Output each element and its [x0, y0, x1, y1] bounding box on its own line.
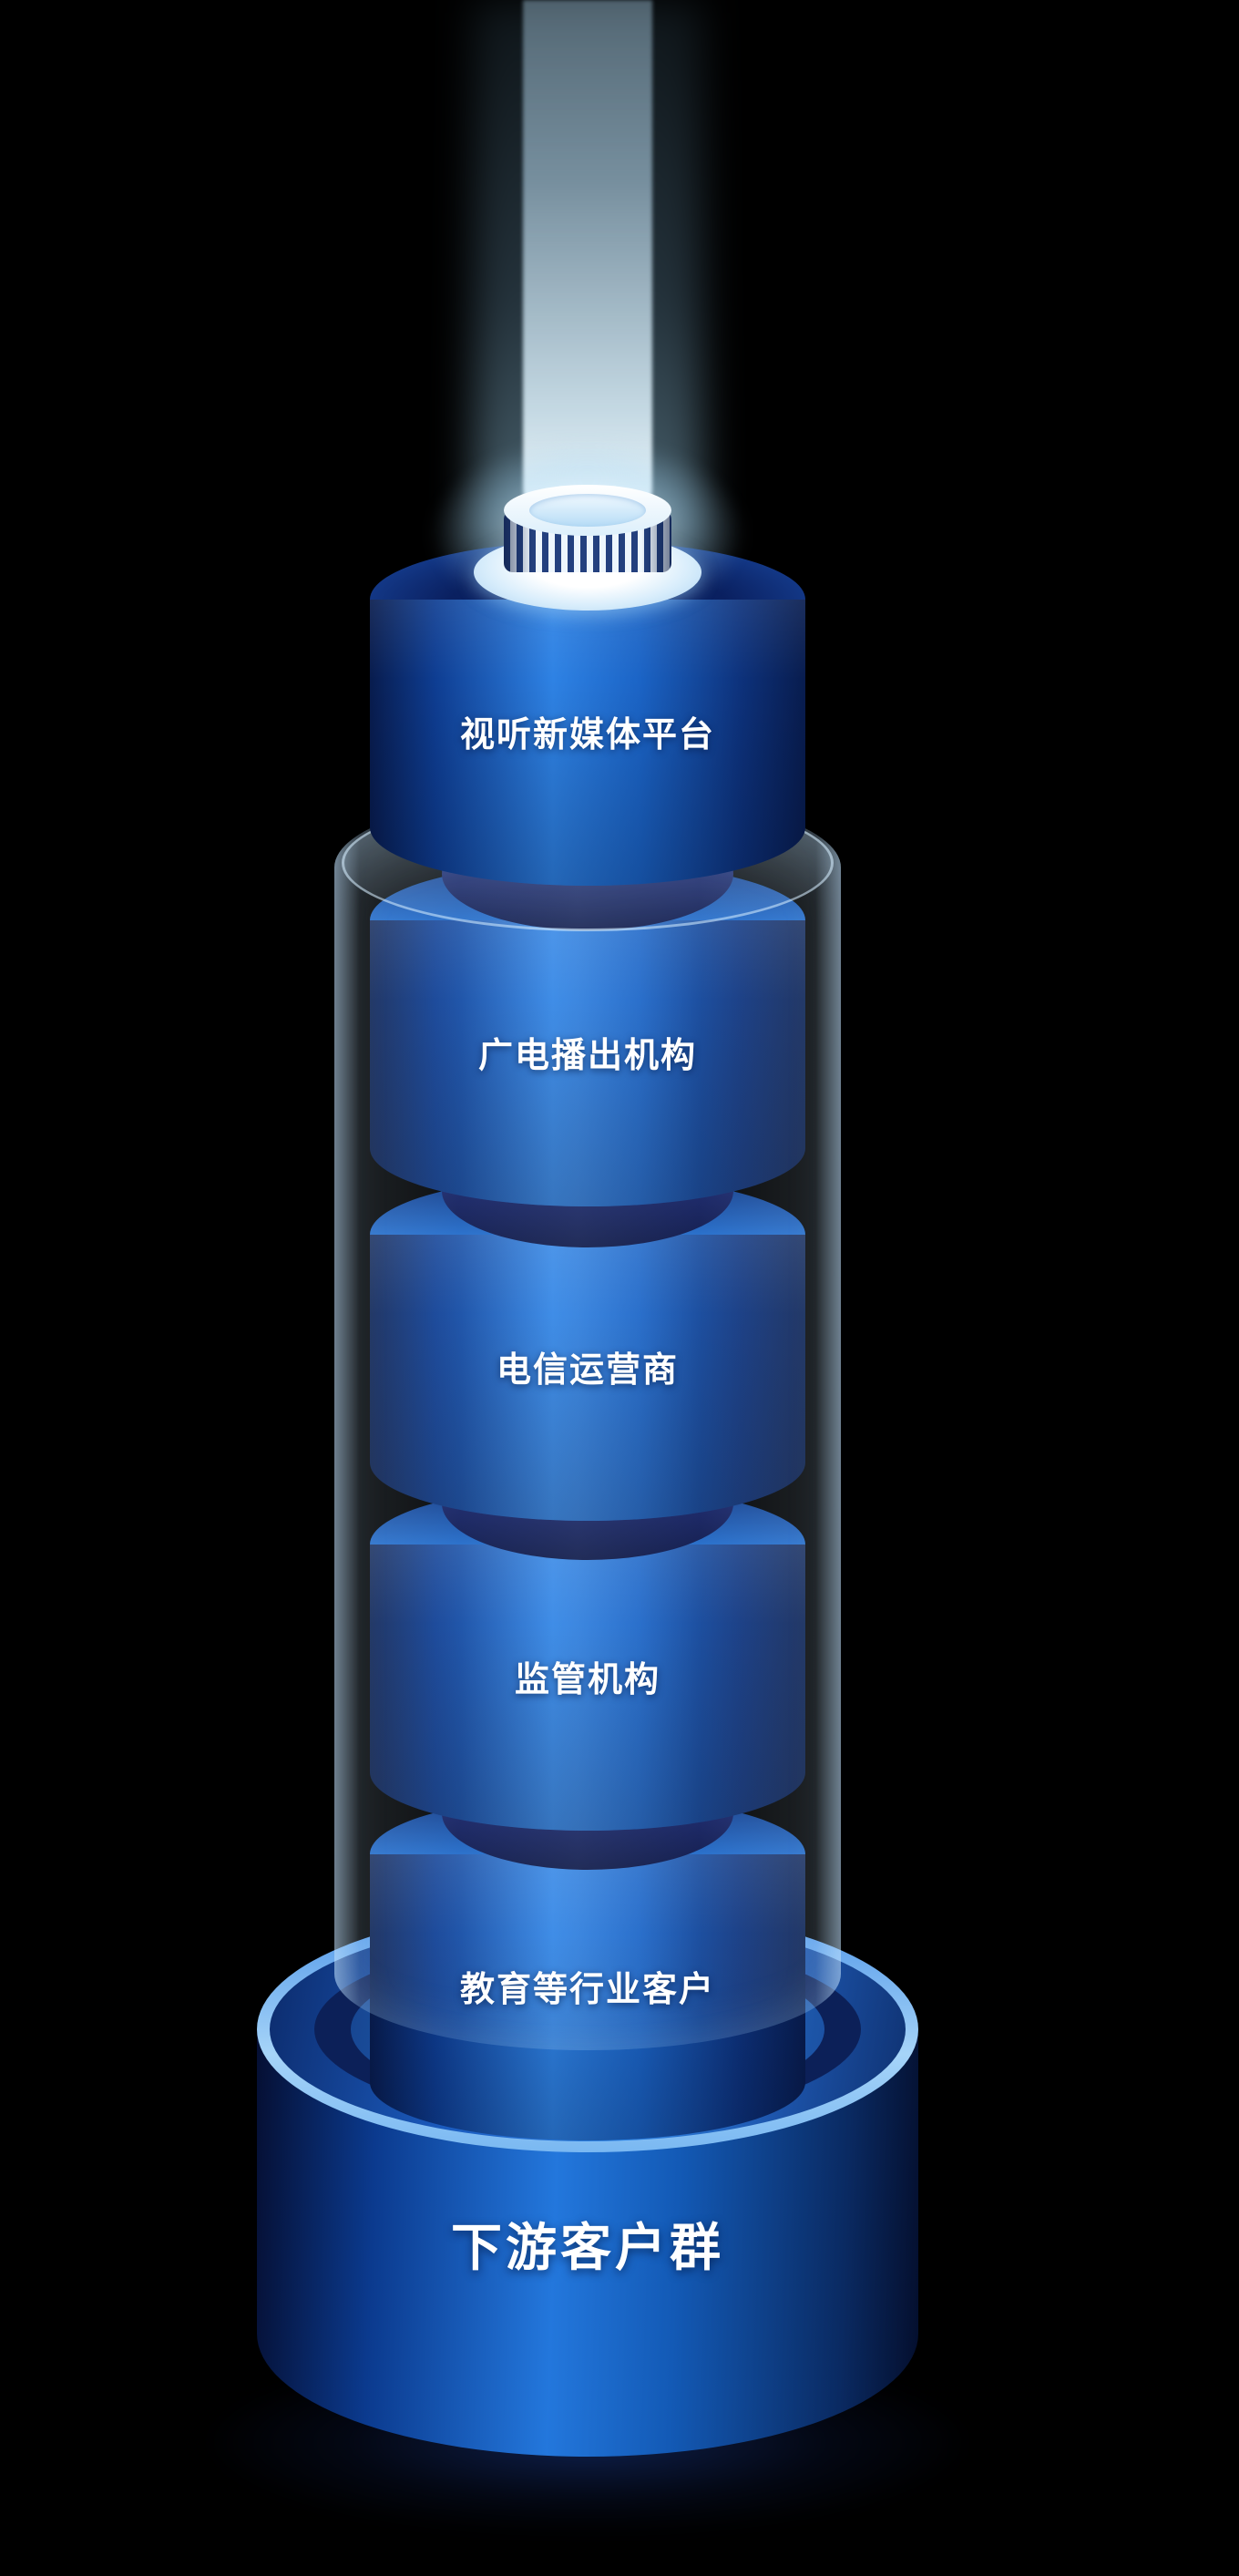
cylinder-label: 教育等行业客户 — [459, 1971, 715, 2009]
cylinder-label: 广电播出机构 — [477, 1037, 697, 1075]
light-beam — [523, 0, 652, 524]
cylinder-level-1: 视听新媒体平台 — [370, 541, 805, 886]
cylinder-label: 监管机构 — [514, 1661, 660, 1699]
cap-top-inner-face — [529, 494, 646, 527]
cylinder-label: 视听新媒体平台 — [459, 716, 715, 754]
base-label: 下游客户群 — [451, 2219, 724, 2276]
glass-tube — [334, 791, 841, 2050]
cylinder-label: 电信运营商 — [496, 1351, 679, 1390]
cylinder-body — [370, 600, 805, 886]
